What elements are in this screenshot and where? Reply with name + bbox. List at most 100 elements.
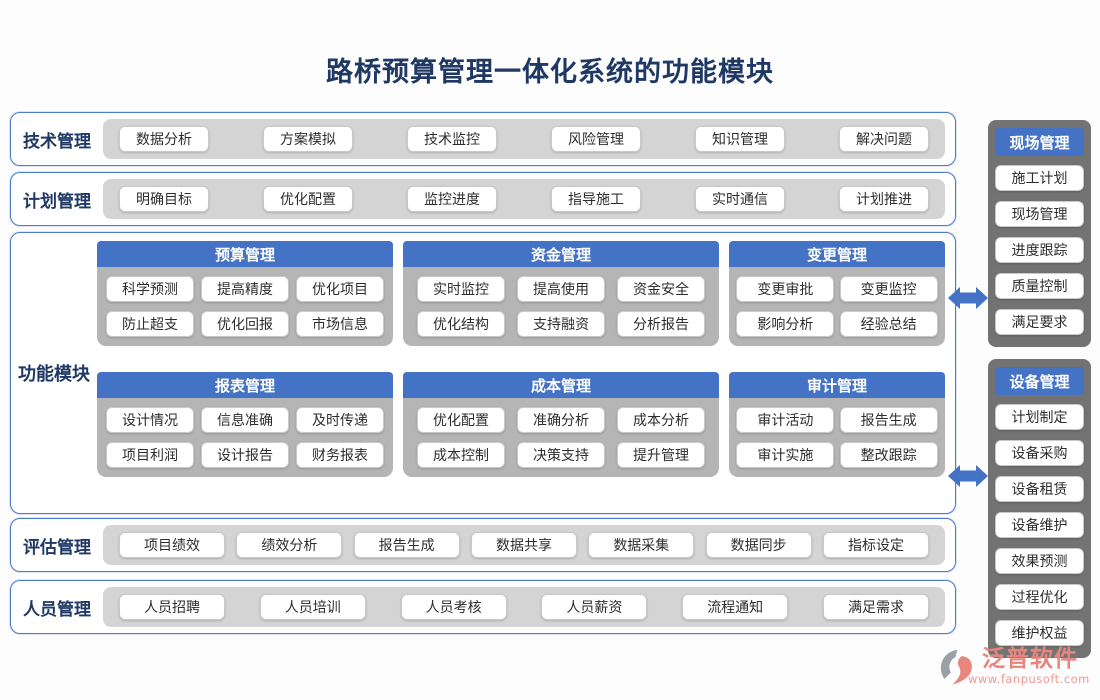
module-button[interactable]: 防止超支 (106, 311, 194, 337)
row-items-bar: 明确目标 优化配置 监控进度 指导施工 实时通信 计划推进 (103, 179, 945, 219)
sidebar-button[interactable]: 质量控制 (995, 273, 1084, 299)
panel-body: 优化配置准确分析成本分析成本控制决策支持提升管理 (403, 398, 719, 477)
sidebar-button[interactable]: 效果预测 (995, 548, 1084, 574)
module-button[interactable]: 审计活动 (736, 407, 835, 433)
module-button[interactable]: 方案模拟 (263, 126, 353, 152)
function-modules-box: 功能模块 预算管理科学预测提高精度优化项目防止超支优化回报市场信息资金管理实时监… (10, 232, 956, 514)
module-button[interactable]: 设计报告 (201, 442, 289, 468)
function-modules-label: 功能模块 (18, 364, 90, 385)
module-button[interactable]: 项目绩效 (119, 532, 225, 558)
module-button[interactable]: 人员考核 (400, 594, 507, 620)
module-button[interactable]: 科学预测 (106, 276, 194, 302)
module-button[interactable]: 设计情况 (106, 407, 194, 433)
module-panel: 变更管理变更审批变更监控影响分析经验总结 (729, 241, 945, 346)
module-button[interactable]: 人员薪资 (541, 594, 648, 620)
module-button[interactable]: 支持融资 (517, 311, 605, 337)
sidebar-section: 现场管理施工计划现场管理进度跟踪质量控制满足要求 (988, 120, 1091, 347)
sidebar-button[interactable]: 设备采购 (995, 440, 1084, 466)
top-management-rows: 技术管理数据分析方案模拟技术监控风险管理知识管理解决问题计划管理明确目标优化配置… (10, 112, 956, 232)
panel-header: 预算管理 (97, 241, 393, 267)
module-button[interactable]: 成本控制 (417, 442, 505, 468)
module-button[interactable]: 影响分析 (736, 311, 835, 337)
row-items-bar: 数据分析 方案模拟 技术监控 风险管理 知识管理 解决问题 (103, 119, 945, 159)
module-button[interactable]: 优化回报 (201, 311, 289, 337)
module-button[interactable]: 解决问题 (839, 126, 929, 152)
panel-body: 科学预测提高精度优化项目防止超支优化回报市场信息 (97, 267, 393, 346)
right-sidebar: 现场管理施工计划现场管理进度跟踪质量控制满足要求设备管理计划制定设备采购设备租赁… (988, 120, 1091, 670)
panel-header: 审计管理 (729, 372, 945, 398)
module-button[interactable]: 明确目标 (119, 186, 209, 212)
sidebar-button[interactable]: 设备维护 (995, 512, 1084, 538)
module-button[interactable]: 数据共享 (470, 532, 577, 558)
panel-header: 成本管理 (403, 372, 719, 398)
module-button[interactable]: 计划推进 (839, 186, 929, 212)
module-button[interactable]: 实时监控 (417, 276, 505, 302)
row-items-bar: 人员招聘 人员培训 人员考核 人员薪资 流程通知 满足需求 (103, 587, 945, 627)
module-button[interactable]: 绩效分析 (236, 532, 343, 558)
sidebar-button[interactable]: 进度跟踪 (995, 237, 1084, 263)
module-button[interactable]: 分析报告 (617, 311, 705, 337)
module-panel: 预算管理科学预测提高精度优化项目防止超支优化回报市场信息 (97, 241, 393, 346)
module-button[interactable]: 决策支持 (517, 442, 605, 468)
module-button[interactable]: 市场信息 (296, 311, 384, 337)
function-modules-panels: 预算管理科学预测提高精度优化项目防止超支优化回报市场信息资金管理实时监控提高使用… (97, 233, 945, 513)
module-button[interactable]: 人员招聘 (119, 594, 225, 620)
module-button[interactable]: 成本分析 (617, 407, 705, 433)
sidebar-button[interactable]: 维护权益 (995, 620, 1084, 646)
module-button[interactable]: 项目利润 (106, 442, 194, 468)
module-button[interactable]: 技术监控 (407, 126, 497, 152)
module-button[interactable]: 优化结构 (417, 311, 505, 337)
module-button[interactable]: 财务报表 (296, 442, 384, 468)
module-button[interactable]: 流程通知 (682, 594, 789, 620)
sidebar-button[interactable]: 设备租赁 (995, 476, 1084, 502)
module-button[interactable]: 实时通信 (695, 186, 785, 212)
module-button[interactable]: 经验总结 (839, 311, 938, 337)
brand-url: www.fanpusoft.com (968, 672, 1090, 686)
sidebar-section-header: 设备管理 (995, 367, 1084, 395)
module-button[interactable]: 变更审批 (736, 276, 835, 302)
sidebar-button[interactable]: 过程优化 (995, 584, 1084, 610)
double-headed-sync-arrow-icon (948, 465, 988, 487)
module-button[interactable]: 优化项目 (296, 276, 384, 302)
row-label: 评估管理 (23, 537, 91, 558)
module-button[interactable]: 指导施工 (551, 186, 641, 212)
module-panel: 报表管理设计情况信息准确及时传递项目利润设计报告财务报表 (97, 372, 393, 477)
fanpu-logo-icon (940, 649, 972, 685)
module-button[interactable]: 数据采集 (588, 532, 695, 558)
sidebar-button[interactable]: 施工计划 (995, 165, 1084, 191)
module-button[interactable]: 整改跟踪 (839, 442, 938, 468)
module-button[interactable]: 风险管理 (551, 126, 641, 152)
module-button[interactable]: 审计实施 (736, 442, 835, 468)
module-button[interactable]: 报告生成 (353, 532, 460, 558)
module-button[interactable]: 提高精度 (201, 276, 289, 302)
module-button[interactable]: 人员培训 (259, 594, 366, 620)
module-button[interactable]: 报告生成 (839, 407, 938, 433)
panel-header: 变更管理 (729, 241, 945, 267)
module-button[interactable]: 优化配置 (417, 407, 505, 433)
module-button[interactable]: 数据同步 (705, 532, 812, 558)
sidebar-section-header: 现场管理 (995, 128, 1084, 156)
module-button[interactable]: 提升管理 (617, 442, 705, 468)
module-button[interactable]: 监控进度 (407, 186, 497, 212)
module-button[interactable]: 资金安全 (617, 276, 705, 302)
sidebar-button[interactable]: 计划制定 (995, 404, 1084, 430)
module-button[interactable]: 知识管理 (695, 126, 785, 152)
sidebar-button[interactable]: 现场管理 (995, 201, 1084, 227)
panel-body: 设计情况信息准确及时传递项目利润设计报告财务报表 (97, 398, 393, 477)
panel-body: 变更审批变更监控影响分析经验总结 (729, 267, 945, 346)
module-panel: 成本管理优化配置准确分析成本分析成本控制决策支持提升管理 (403, 372, 719, 477)
panel-header: 资金管理 (403, 241, 719, 267)
module-button[interactable]: 数据分析 (119, 126, 209, 152)
module-button[interactable]: 准确分析 (517, 407, 605, 433)
module-button[interactable]: 提高使用 (517, 276, 605, 302)
module-button[interactable]: 变更监控 (839, 276, 938, 302)
module-button[interactable]: 信息准确 (201, 407, 289, 433)
sidebar-button[interactable]: 满足要求 (995, 309, 1084, 335)
module-button[interactable]: 指标设定 (822, 532, 929, 558)
module-button[interactable]: 满足需求 (822, 594, 929, 620)
management-row: 计划管理明确目标优化配置监控进度指导施工实时通信计划推进 (10, 172, 956, 226)
module-button[interactable]: 优化配置 (263, 186, 353, 212)
module-button[interactable]: 及时传递 (296, 407, 384, 433)
panel-body: 实时监控提高使用资金安全优化结构支持融资分析报告 (403, 267, 719, 346)
brand-watermark: 泛普软件 www.fanpusoft.com (940, 646, 1090, 688)
